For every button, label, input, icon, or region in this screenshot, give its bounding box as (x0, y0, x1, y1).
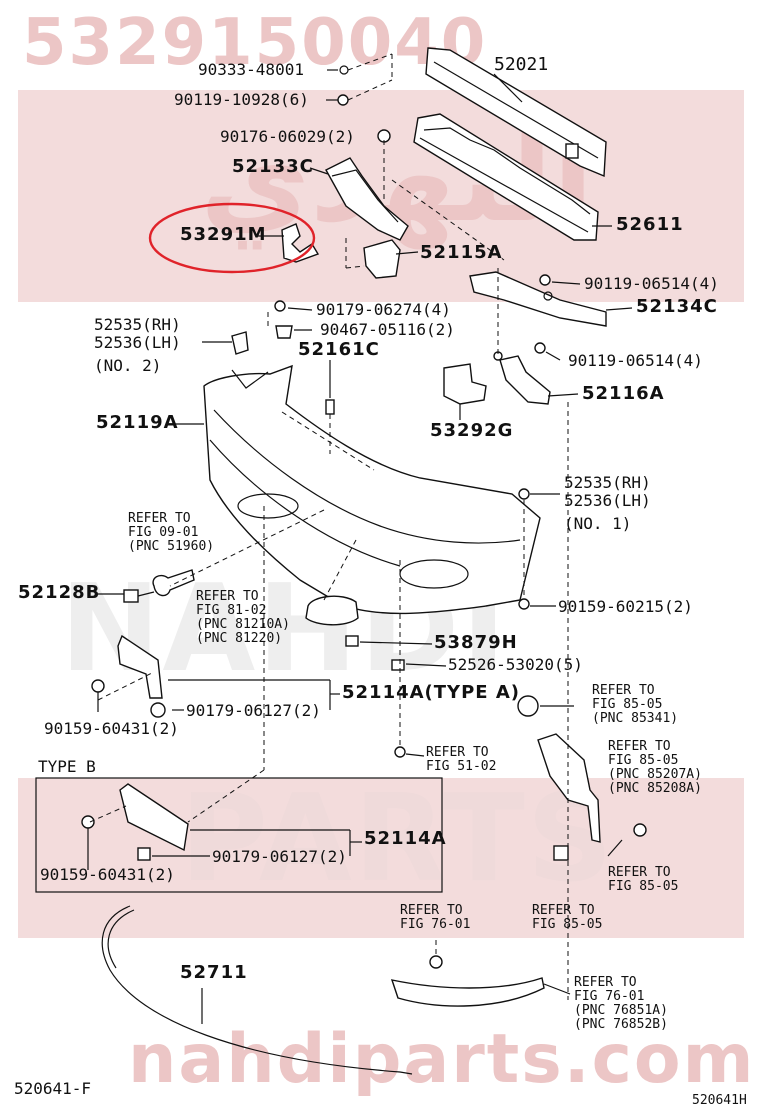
watermark-site: nahdiparts.com (128, 1020, 756, 1099)
bracket-52133c (325, 157, 409, 241)
label-53292g: 53292G (430, 420, 514, 441)
bumper-cover-52119a (203, 364, 541, 615)
label-53291m: 53291M (180, 224, 267, 245)
label-90159-60431-a: 90159-60431(2) (44, 719, 179, 738)
ref-fig-81-02: REFER TO FIG 81-02 (PNC 81210A) (PNC 812… (196, 589, 290, 646)
ref-fig-85-05-d: REFER TO FIG 85-05 (532, 903, 603, 932)
bracket-52116a (499, 355, 551, 405)
label-52116a: 52116A (582, 383, 665, 404)
label-52536-lh-no2: 52536(LH) (94, 333, 181, 352)
label-no1: (NO. 1) (564, 514, 632, 533)
watermark-part-number: 5329150040 (22, 6, 488, 80)
ref-fig-76-01-b: REFER TO FIG 76-01 (PNC 76851A) (PNC 768… (574, 975, 668, 1032)
retainer-52115a (363, 239, 401, 279)
highlight-circle (148, 202, 316, 274)
label-52526-53020: 52526-53020(5) (448, 655, 583, 674)
ref-fig-76-01-a: REFER TO FIG 76-01 (400, 903, 471, 932)
label-52133c: 52133C (232, 156, 314, 177)
ref-fig-09-01: REFER TO FIG 09-01 (PNC 51960) (128, 511, 215, 554)
reinforcement-52021 (425, 47, 607, 178)
retainer-53291m (281, 223, 320, 263)
moulding-52711 (101, 905, 413, 1075)
footer-left-code: 520641-F (14, 1079, 92, 1098)
license-bracket-type-a (117, 634, 163, 699)
label-90159-60431-b: 90159-60431(2) (40, 865, 175, 884)
leader-lines (87, 53, 633, 1024)
label-90467-05116: 90467-05116(2) (320, 320, 455, 339)
watermark-brand-2: PARTS (180, 770, 616, 909)
headlamp-bracket (537, 733, 601, 843)
front-spoiler (390, 977, 545, 1007)
type-b-box (35, 777, 443, 893)
label-90179-06274: 90179-06274(4) (316, 300, 451, 319)
tow-hook (152, 569, 195, 597)
fog-lamp (305, 595, 359, 626)
label-90179-06127-b: 90179-06127(2) (212, 847, 347, 866)
label-90119-06514-top: 90119-06514(4) (584, 274, 719, 293)
ref-fig-51-02: REFER TO FIG 51-02 (426, 745, 497, 774)
footer-right-code: 520641H (692, 1093, 747, 1108)
label-90333-48001: 90333-48001 (198, 60, 304, 79)
label-53879h: 53879H (434, 632, 518, 653)
label-52021: 52021 (494, 54, 549, 75)
license-bracket-type-b (119, 783, 189, 852)
label-52161c: 52161C (298, 339, 380, 360)
ref-fig-85-05-b: REFER TO FIG 85-05 (PNC 85207A) (PNC 852… (608, 739, 702, 796)
label-52535-rh-no1: 52535(RH) (564, 473, 651, 492)
label-52711: 52711 (180, 962, 248, 983)
label-52128b: 52128B (18, 582, 101, 603)
label-90179-06127-a: 90179-06127(2) (186, 701, 321, 720)
label-52611: 52611 (616, 214, 684, 235)
label-90159-60215: 90159-60215(2) (558, 597, 693, 616)
label-52114a-type-b: 52114A (364, 828, 447, 849)
label-type-b: TYPE B (38, 757, 96, 776)
label-no2: (NO. 2) (94, 356, 162, 375)
label-52536-lh-no1: 52536(LH) (564, 491, 651, 510)
label-90119-10928: 90119-10928(6) (174, 90, 309, 109)
label-52115a: 52115A (420, 242, 503, 263)
label-52134c: 52134C (636, 296, 718, 317)
label-52535-rh-no2: 52535(RH) (94, 315, 181, 334)
label-90119-06514-mid: 90119-06514(4) (568, 351, 703, 370)
bracket-52134c (469, 271, 607, 327)
retainer-53292g (443, 363, 487, 405)
label-52114a-type-a: 52114A(TYPE A) (342, 682, 521, 703)
label-52119a: 52119A (96, 412, 179, 433)
ref-fig-85-05-a: REFER TO FIG 85-05 (PNC 85341) (592, 683, 679, 726)
absorber-52611 (413, 113, 599, 241)
ref-fig-85-05-c: REFER TO FIG 85-05 (608, 865, 679, 894)
label-90176-06029: 90176-06029(2) (220, 127, 355, 146)
